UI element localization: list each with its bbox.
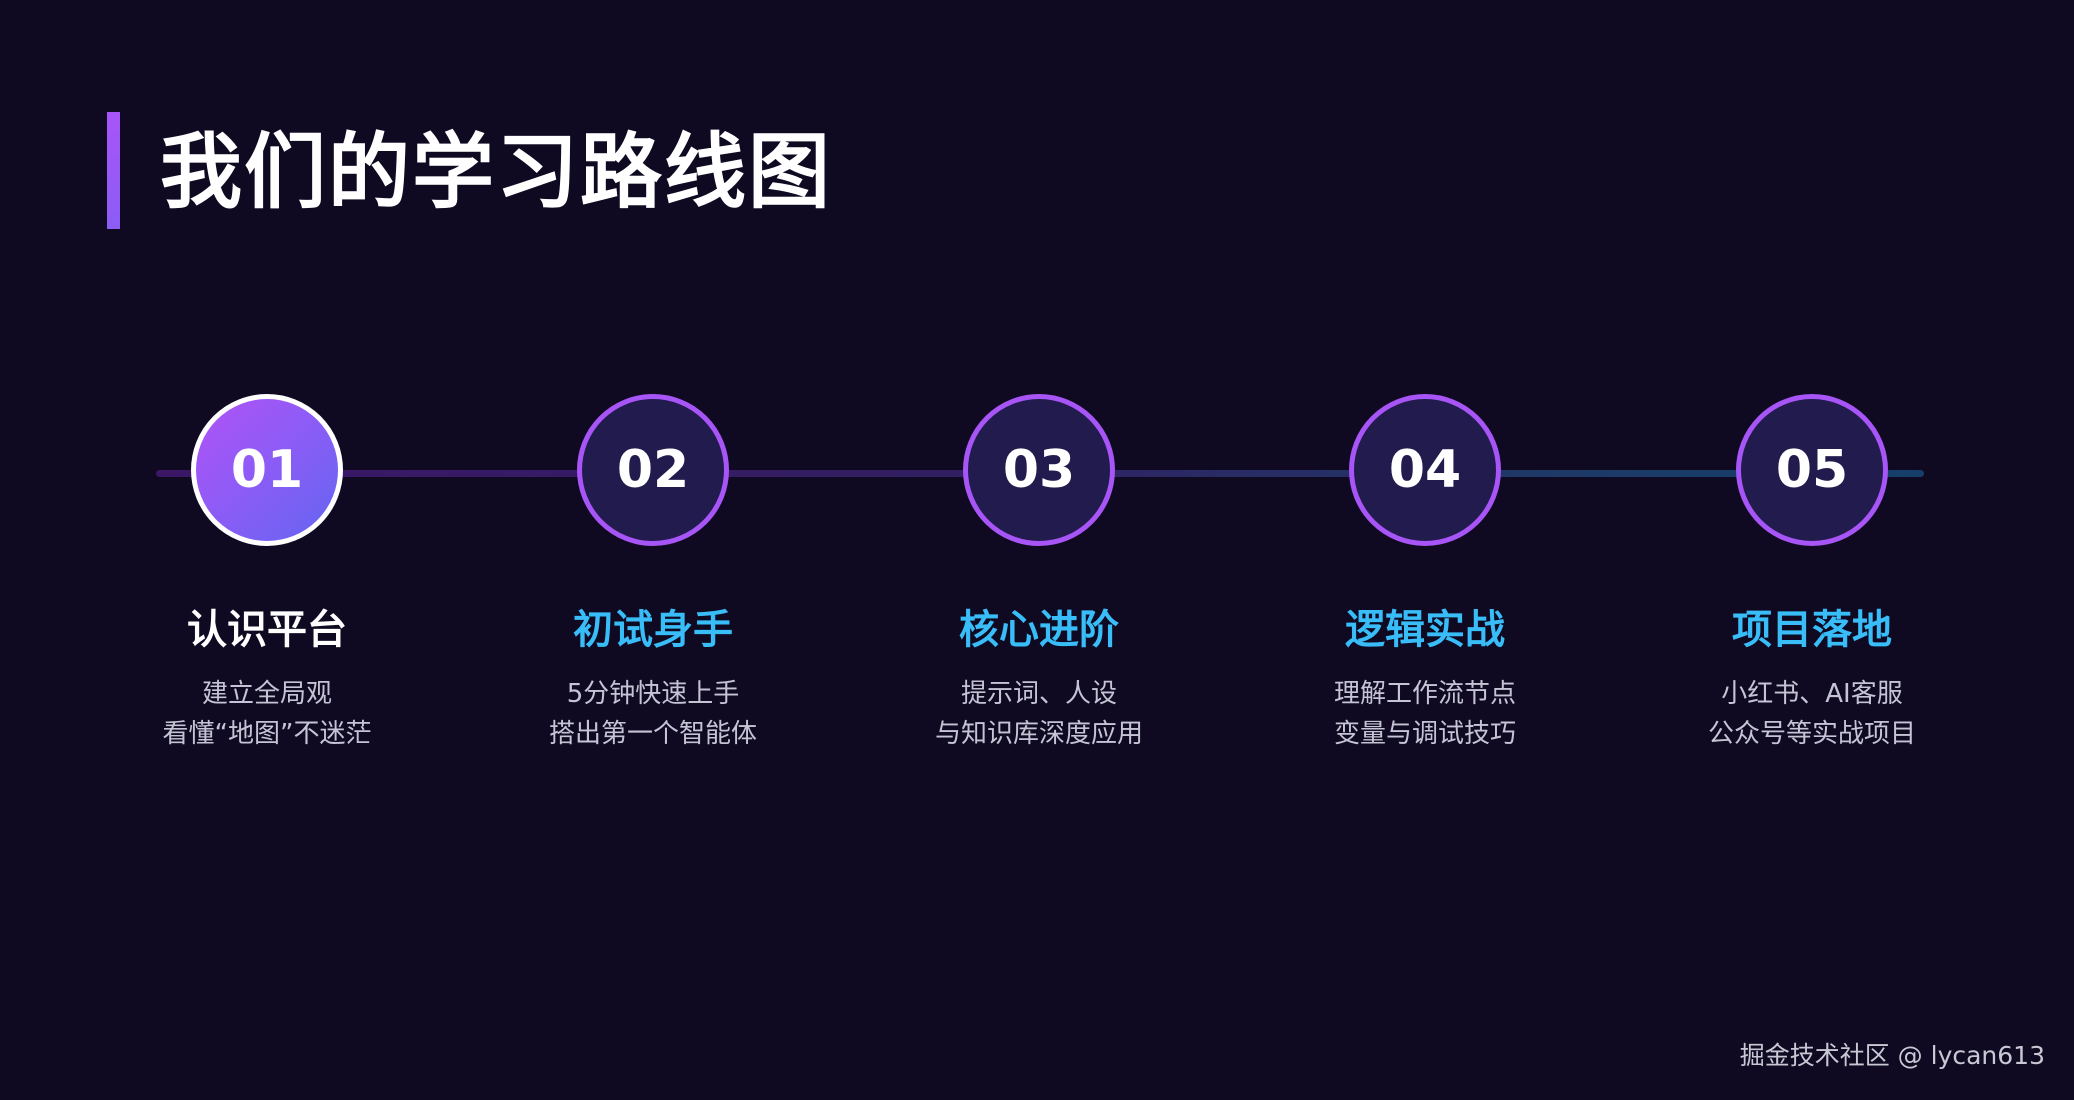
step-number-badge: 05 [1736, 394, 1888, 546]
step-description-line: 5分钟快速上手 [566, 679, 740, 709]
step-description-line: 建立全局观 [201, 679, 332, 709]
roadmap-step-3: 03 核心进阶 提示词、人设 与知识库深度应用 [839, 394, 1239, 754]
step-description: 5分钟快速上手 搭出第一个智能体 [453, 674, 853, 754]
step-number-badge: 02 [577, 394, 729, 546]
step-title: 认识平台 [187, 607, 347, 653]
step-title: 核心进阶 [959, 607, 1119, 653]
step-number-badge: 04 [1349, 394, 1501, 546]
step-description-line: 变量与调试技巧 [1333, 719, 1516, 749]
roadmap-step-1: 01 认识平台 建立全局观 看懂“地图”不迷茫 [67, 394, 467, 754]
step-description-line: 与知识库深度应用 [934, 719, 1143, 749]
step-description-line: 提示词、人设 [960, 679, 1117, 709]
step-description: 小红书、AI客服 公众号等实战项目 [1612, 674, 2012, 754]
watermark: 掘金技术社区 @ lycan613 [1739, 1041, 2045, 1070]
step-description-line: 公众号等实战项目 [1707, 719, 1916, 749]
roadmap-step-4: 04 逻辑实战 理解工作流节点 变量与调试技巧 [1225, 394, 1625, 754]
step-description: 理解工作流节点 变量与调试技巧 [1225, 674, 1625, 754]
step-description: 提示词、人设 与知识库深度应用 [839, 674, 1239, 754]
step-description-line: 看懂“地图”不迷茫 [162, 719, 372, 749]
roadmap-step-2: 02 初试身手 5分钟快速上手 搭出第一个智能体 [453, 394, 853, 754]
page-title: 我们的学习路线图 [160, 125, 833, 220]
step-description: 建立全局观 看懂“地图”不迷茫 [67, 674, 467, 754]
step-title: 逻辑实战 [1345, 607, 1505, 653]
step-description-line: 理解工作流节点 [1333, 679, 1516, 709]
title-accent-bar [107, 112, 120, 229]
step-number-badge: 03 [963, 394, 1115, 546]
step-description-line: 小红书、AI客服 [1721, 679, 1903, 709]
step-title: 初试身手 [573, 607, 733, 653]
roadmap-step-5: 05 项目落地 小红书、AI客服 公众号等实战项目 [1612, 394, 2012, 754]
step-number-badge: 01 [191, 394, 343, 546]
step-title: 项目落地 [1732, 607, 1892, 653]
step-description-line: 搭出第一个智能体 [548, 719, 757, 749]
